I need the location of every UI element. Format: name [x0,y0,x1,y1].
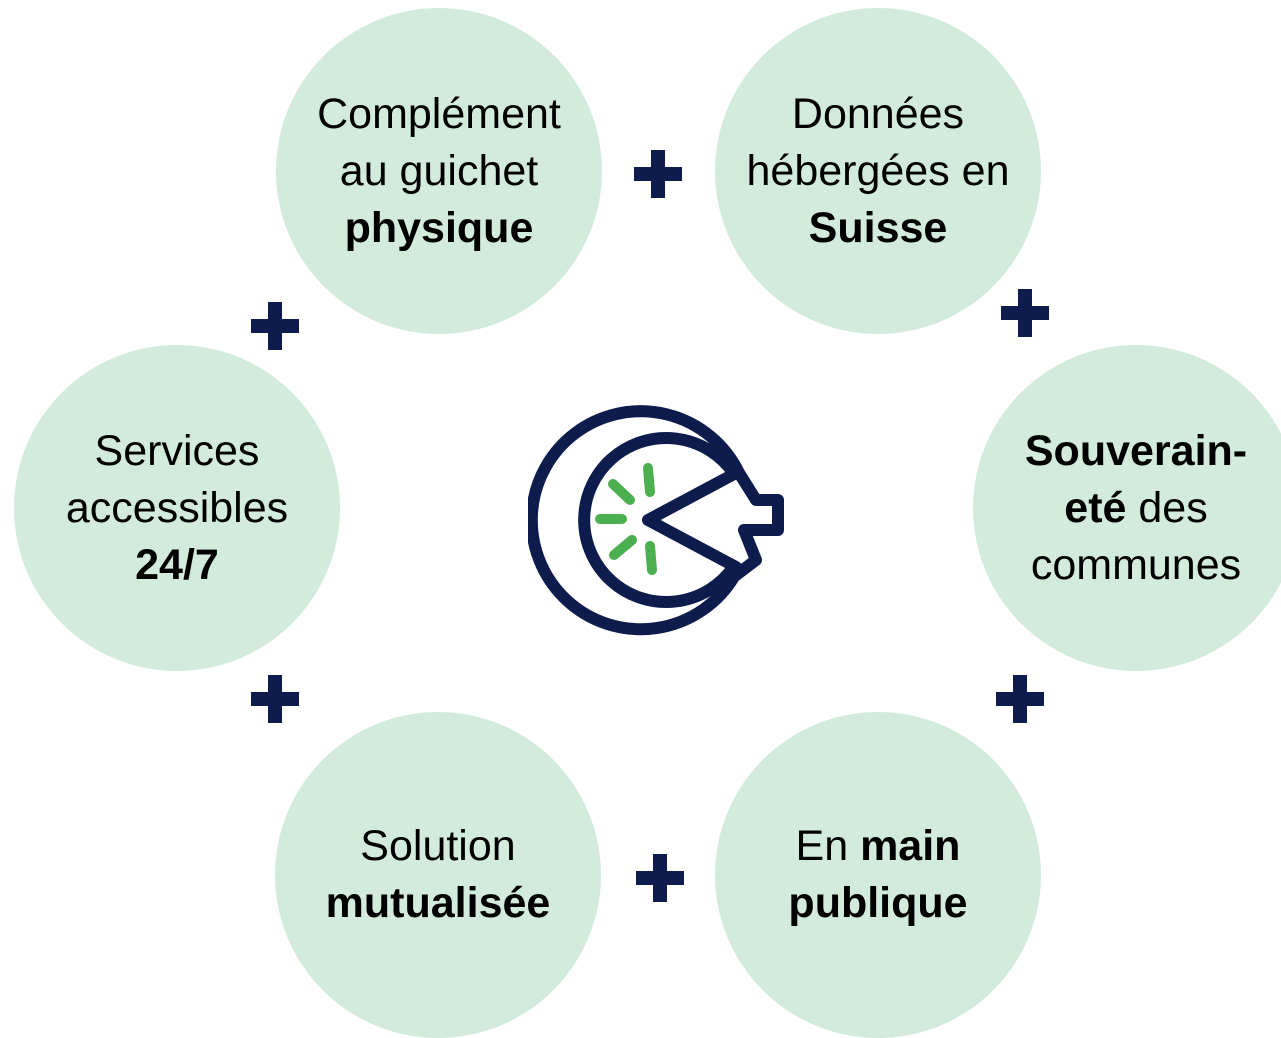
bubble-line: Services [94,426,260,475]
plus-icon [1001,289,1049,337]
bubble-line: accessibles [65,483,289,532]
bubble-line-bold: Souverain- [1024,426,1248,475]
bubble-line-bold: Suisse [808,203,948,252]
bubble-line: Solution [360,822,516,870]
bubble-text: En [795,822,861,870]
bubble-text-bold: eté [1064,483,1127,532]
bubble-text: des [1126,483,1208,532]
bubble-main-publique: En main publique [715,712,1041,1038]
bubble-line-bold: 24/7 [135,540,219,589]
logo-outer-ring [528,405,784,636]
plus-icon [996,675,1044,723]
bubble-line: Complément [317,89,561,138]
bubble-line: Données [791,89,965,138]
bubble-line-bold: mutualisée [325,879,551,927]
plus-icon [636,854,684,902]
plus-icon [251,302,299,350]
target-loading-icon [528,405,784,636]
plus-icon [634,150,682,198]
plus-icon [251,675,299,723]
bubble-text-bold: main [860,822,961,870]
bubble-line-bold: physique [344,203,534,252]
logo-inner-ring [578,432,740,608]
bubble-line: hébergées en [746,146,1010,195]
bubble-solution-mutualisee: Solution mutualisée [275,712,601,1038]
bubble-line: communes [1030,540,1242,589]
logo-spinner [595,463,657,575]
bubble-line: eté des [1064,480,1207,537]
bubble-line: En main [796,818,961,875]
bubble-line: au guichet [339,146,539,195]
bubble-services-24-7: Services accessibles 24/7 [14,345,340,671]
bubble-donnees-suisse: Données hébergées en Suisse [715,8,1041,334]
bubble-souverainete: Souverain- eté des communes [973,345,1281,671]
bubble-line-bold: publique [788,879,968,927]
logo-chevron [642,467,742,573]
bubble-complement-guichet: Complément au guichet physique [276,8,602,334]
